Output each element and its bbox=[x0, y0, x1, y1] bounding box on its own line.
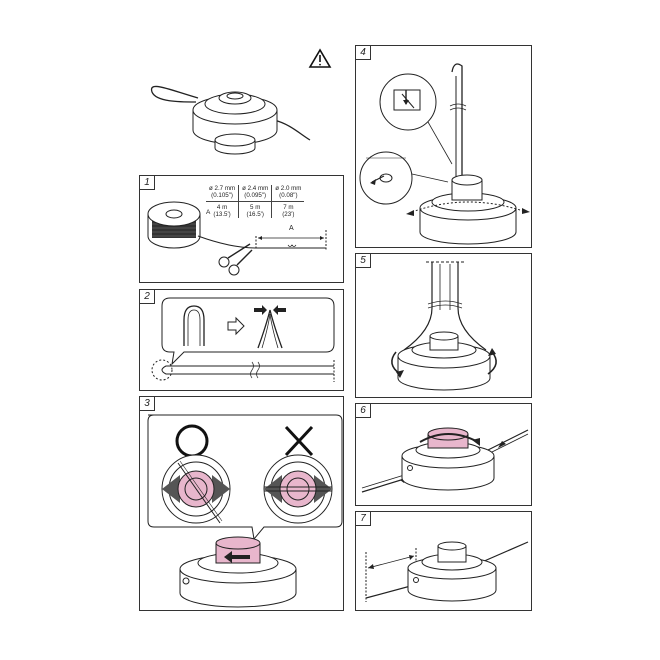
step-number: 4 bbox=[356, 46, 371, 60]
spool-alignment-illustration bbox=[147, 414, 343, 608]
dimension-label: A bbox=[289, 225, 294, 232]
length-2: 5 m bbox=[250, 204, 261, 211]
step-1-panel: 1 ø 2.7 mm (0.105") ø 2.4 mm (0.095") ø … bbox=[139, 175, 344, 283]
step-number: 3 bbox=[140, 397, 155, 411]
step-number: 1 bbox=[140, 176, 155, 190]
wrong-alignment-view bbox=[263, 454, 333, 524]
table-row-label: A bbox=[206, 209, 211, 216]
length-2-feet: (16.5') bbox=[246, 211, 264, 218]
length-1: 4 m bbox=[216, 204, 228, 211]
diameter-2: ø 2.4 mm bbox=[242, 185, 269, 192]
line-insertion-illustration bbox=[359, 63, 530, 245]
diameter-1-inch: (0.105") bbox=[211, 192, 233, 199]
line-winding-illustration bbox=[391, 261, 497, 391]
step-4-panel: 4 bbox=[355, 45, 532, 248]
diameter-3-inch: (0.08") bbox=[279, 192, 298, 199]
trimmer-head-assembled bbox=[179, 536, 297, 608]
hollow-arrow-icon bbox=[227, 316, 245, 336]
length-3: 7 m bbox=[283, 204, 294, 211]
cross-icon bbox=[284, 425, 314, 457]
step-number: 2 bbox=[140, 290, 155, 304]
step-number: 6 bbox=[356, 404, 371, 418]
finished-head-illustration bbox=[365, 541, 529, 602]
line-spool-and-scissors bbox=[147, 201, 327, 276]
length-1-feet: (13.5') bbox=[213, 211, 231, 218]
diameter-2-inch: (0.095") bbox=[244, 192, 267, 199]
step-5-panel: 5 bbox=[355, 253, 532, 398]
warning-triangle-icon bbox=[308, 48, 332, 68]
diameter-3: ø 2.0 mm bbox=[275, 185, 302, 192]
length-3-feet: (23') bbox=[282, 211, 295, 218]
diameter-1: ø 2.7 mm bbox=[209, 185, 236, 192]
line-spool-icon bbox=[147, 201, 257, 249]
step-number: 7 bbox=[356, 512, 371, 526]
trimmer-head-overview bbox=[150, 48, 332, 155]
step-6-panel: 6 bbox=[355, 403, 532, 506]
step-2-panel: 2 bbox=[139, 289, 344, 391]
line-folding-illustration bbox=[151, 297, 335, 382]
scissors-icon bbox=[218, 243, 253, 276]
step-number: 5 bbox=[356, 254, 371, 268]
step-3-panel: 3 bbox=[139, 396, 344, 611]
step-7-panel: 7 bbox=[355, 511, 532, 611]
spool-turning-illustration bbox=[361, 427, 529, 493]
correct-alignment-view bbox=[161, 454, 231, 524]
line-length-table: ø 2.7 mm (0.105") ø 2.4 mm (0.095") ø 2.… bbox=[206, 185, 305, 218]
